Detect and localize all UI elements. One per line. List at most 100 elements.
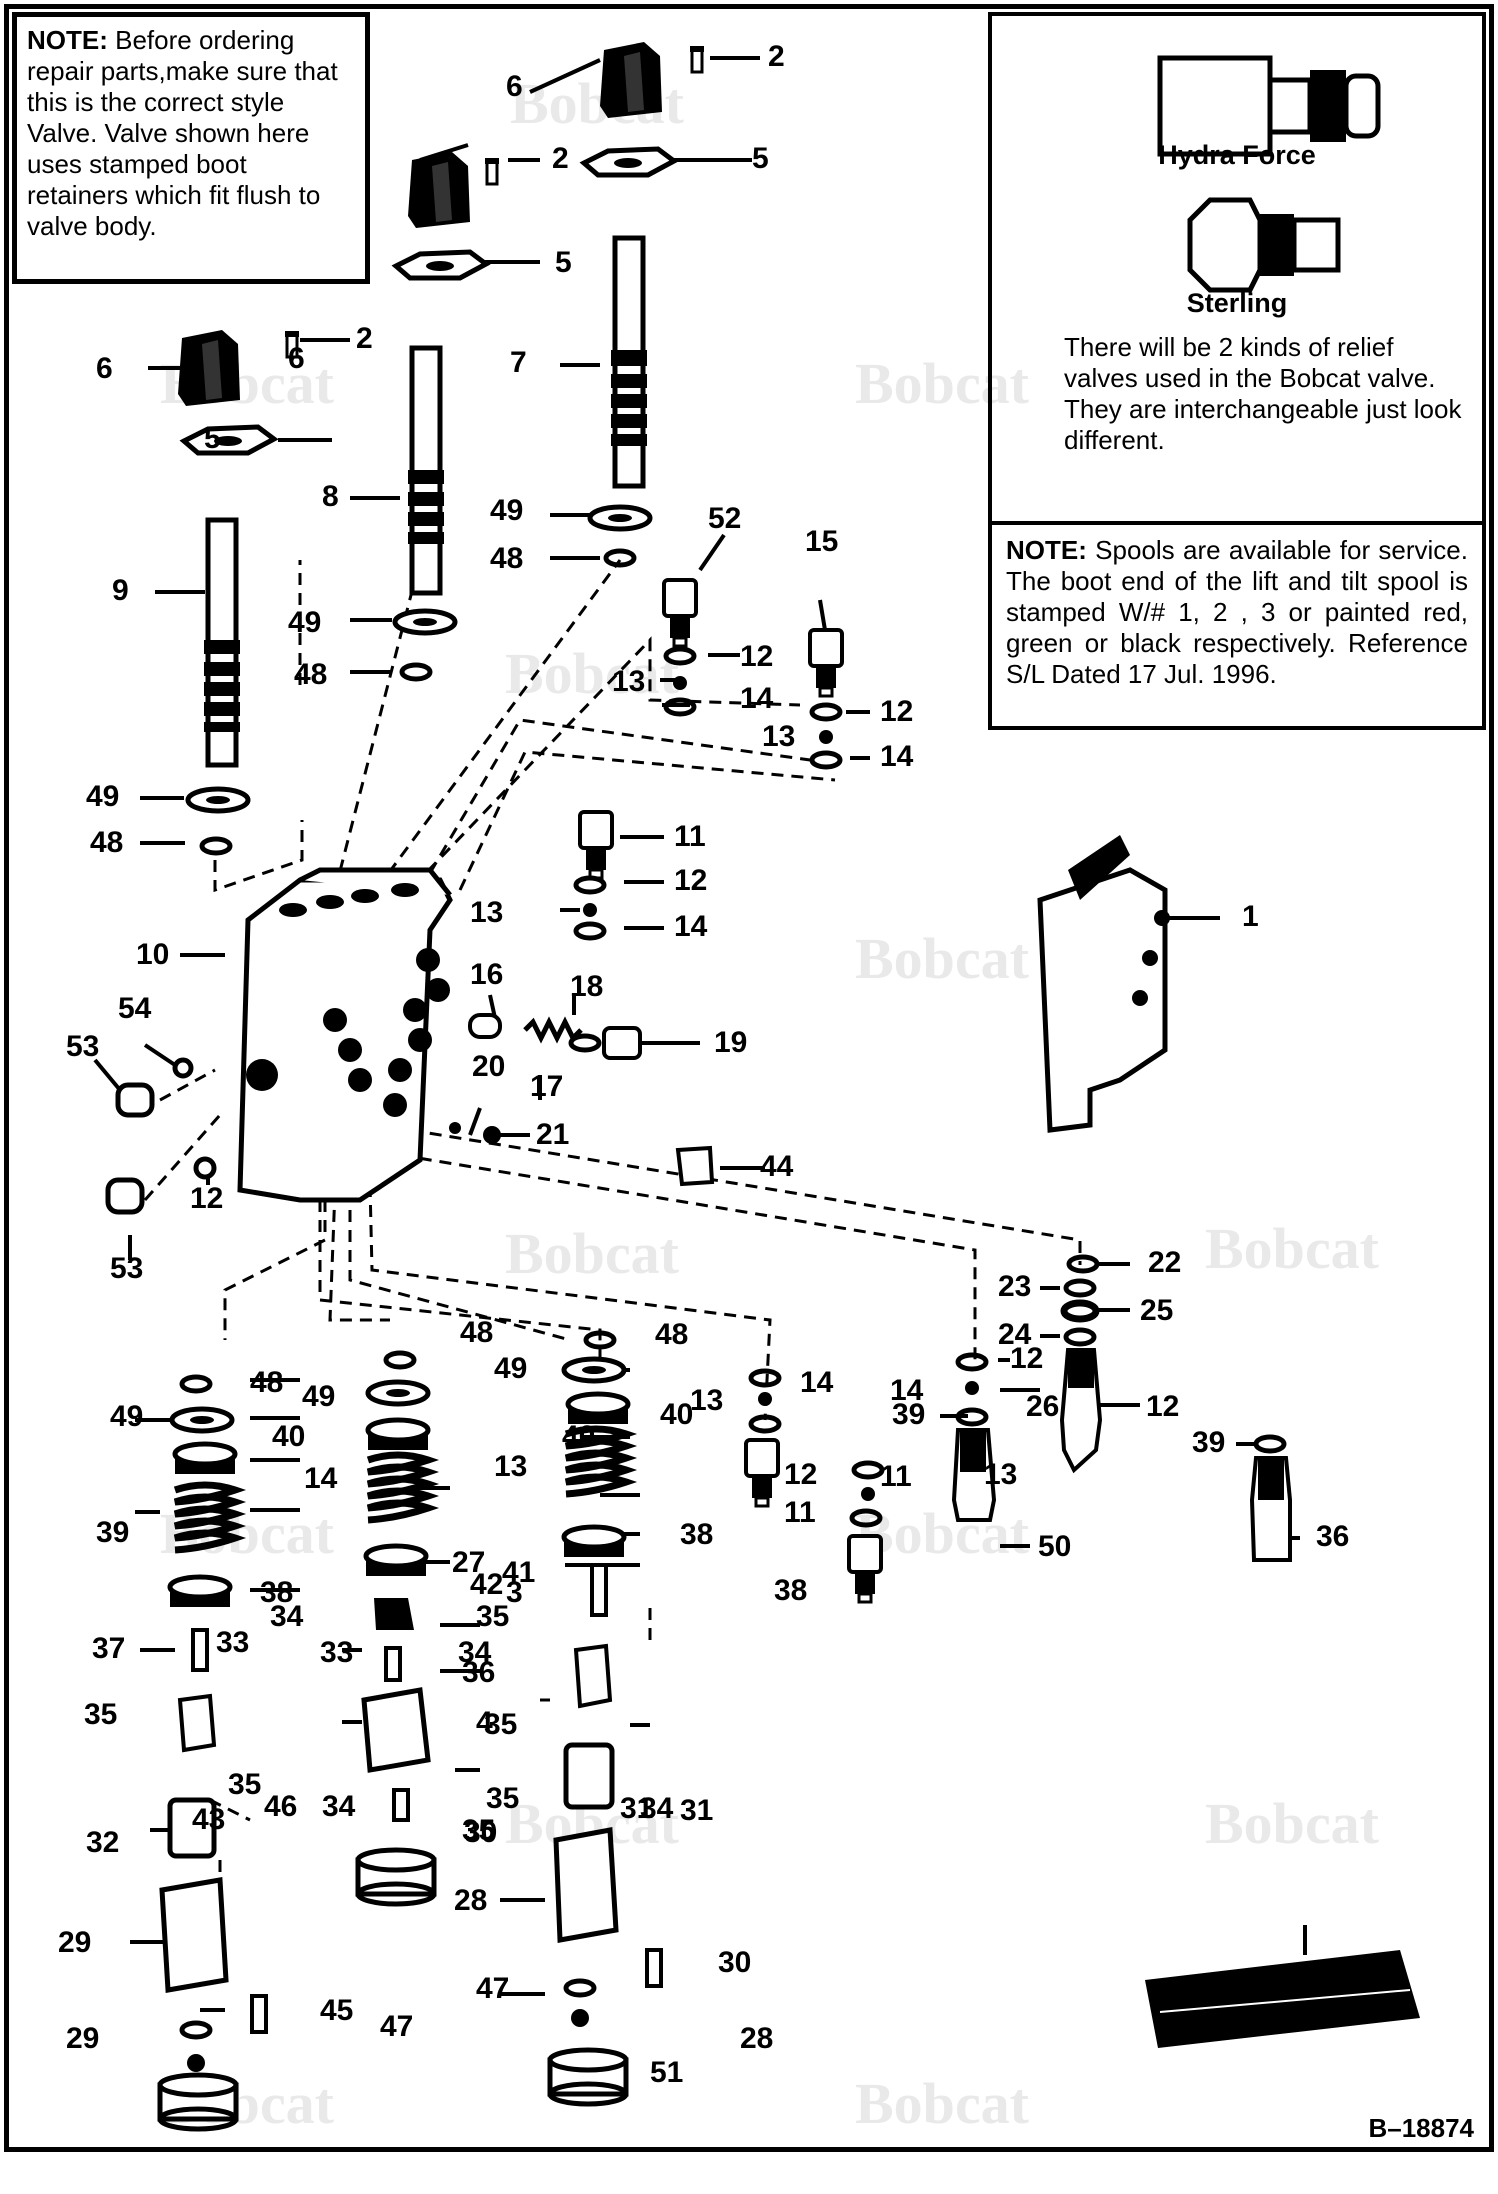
callout-53: 53 (110, 1252, 144, 1285)
callout-13: 13 (494, 1450, 528, 1483)
callout-12: 12 (190, 1182, 224, 1215)
callout-31: 31 (680, 1794, 714, 1827)
diagram-border (4, 4, 1494, 2152)
callout-22: 22 (1148, 1246, 1182, 1279)
callout-1: 1 (1242, 900, 1259, 933)
callout-31: 31 (620, 1792, 654, 1825)
callout-11: 11 (880, 1460, 912, 1493)
callout-6: 6 (506, 70, 523, 103)
callout-28: 28 (740, 2022, 774, 2055)
relief-valve-types: Hydra Force Sterling There will be 2 kin… (992, 16, 1482, 525)
callout-49: 49 (110, 1400, 144, 1433)
callout-40: 40 (562, 1420, 596, 1453)
callout-30: 30 (718, 1946, 752, 1979)
watermark: Bobcat (855, 351, 1029, 416)
callout-13: 13 (612, 665, 646, 698)
callout-4: 4 (476, 1706, 493, 1739)
callout-34: 34 (640, 1792, 674, 1825)
callout-20: 20 (472, 1050, 506, 1083)
callout-8: 8 (322, 480, 339, 513)
callout-36: 36 (462, 1656, 496, 1689)
callout-48: 48 (655, 1318, 689, 1351)
callout-10: 10 (136, 938, 170, 971)
callout-39: 39 (1192, 1426, 1226, 1459)
callout-40: 40 (272, 1420, 306, 1453)
callout-34: 34 (322, 1790, 356, 1823)
callout-5: 5 (555, 246, 572, 279)
callout-29: 29 (58, 1926, 92, 1959)
callout-25: 25 (1140, 1294, 1174, 1327)
relief-description: There will be 2 kinds of relief valves u… (1064, 332, 1462, 455)
callout-32: 32 (86, 1826, 120, 1859)
callout-35: 35 (84, 1698, 118, 1731)
watermark: Bobcat (1205, 1216, 1379, 1281)
callout-27: 27 (452, 1546, 486, 1579)
callout-38: 38 (260, 1576, 294, 1609)
callout-14: 14 (800, 1366, 834, 1399)
callout-42: 42 (470, 1568, 504, 1601)
callout-34: 34 (458, 1636, 492, 1669)
callout-24: 24 (998, 1318, 1032, 1351)
callout-12: 12 (784, 1458, 818, 1491)
callout-14: 14 (890, 1374, 924, 1407)
callout-13: 13 (762, 720, 796, 753)
sterling-caption: Sterling (1186, 288, 1288, 318)
callout-47: 47 (476, 1972, 510, 2005)
callout-2: 2 (768, 40, 785, 73)
callout-49: 49 (490, 494, 524, 527)
callout-12: 12 (1146, 1390, 1180, 1423)
callout-49: 49 (302, 1380, 336, 1413)
callout-48: 48 (460, 1316, 494, 1349)
callout-11: 11 (674, 820, 706, 853)
callout-36: 36 (1316, 1520, 1350, 1553)
spool-note-text: Spools are available for service. The bo… (1006, 535, 1468, 689)
callout-14: 14 (304, 1462, 338, 1495)
watermark: Bobcat (855, 926, 1029, 991)
callout-35: 35 (486, 1782, 520, 1815)
callout-35: 35 (476, 1600, 510, 1633)
callout-33: 33 (320, 1636, 354, 1669)
callout-3: 3 (506, 1576, 523, 1609)
watermark: Bobcat (855, 2071, 1029, 2136)
callout-14: 14 (880, 740, 914, 773)
callout-7: 7 (510, 346, 527, 379)
callout-12: 12 (674, 864, 708, 897)
callout-35: 35 (484, 1708, 518, 1741)
callout-13: 13 (690, 1384, 724, 1417)
callout-2: 2 (356, 322, 373, 355)
callout-11: 11 (784, 1496, 816, 1529)
callout-18: 18 (570, 970, 604, 1003)
callout-35: 35 (228, 1768, 262, 1801)
callout-2: 2 (552, 142, 569, 175)
callout-6: 6 (288, 342, 305, 375)
callout-41: 41 (502, 1556, 536, 1589)
callout-48: 48 (294, 658, 328, 691)
callout-49: 49 (288, 606, 322, 639)
callout-48: 48 (250, 1366, 284, 1399)
callout-48: 48 (90, 826, 124, 859)
callout-13: 13 (470, 896, 504, 929)
callout-5: 5 (752, 142, 769, 175)
callout-39: 39 (892, 1398, 926, 1431)
callout-12: 12 (740, 640, 774, 673)
callout-16: 16 (470, 958, 504, 991)
spool-note-label: NOTE: (1006, 535, 1087, 565)
callout-38: 38 (774, 1574, 808, 1607)
callout-54: 54 (118, 992, 152, 1025)
callout-12: 12 (1010, 1342, 1044, 1375)
ordering-note: NOTE: Before ordering repair parts,make … (12, 12, 370, 284)
callout-6: 6 (96, 352, 113, 385)
callout-9: 9 (112, 574, 129, 607)
callout-35: 35 (462, 1814, 496, 1847)
callout-28: 28 (454, 1884, 488, 1917)
figure-id: B–18874 (1368, 2113, 1474, 2143)
hydra-force-caption: Hydra Force (1158, 140, 1316, 170)
callout-26: 26 (1026, 1390, 1060, 1423)
callout-49: 49 (494, 1352, 528, 1385)
callout-46: 46 (264, 1790, 298, 1823)
callout-44: 44 (760, 1150, 794, 1183)
callout-21: 21 (536, 1118, 570, 1151)
callout-53: 53 (66, 1030, 100, 1063)
